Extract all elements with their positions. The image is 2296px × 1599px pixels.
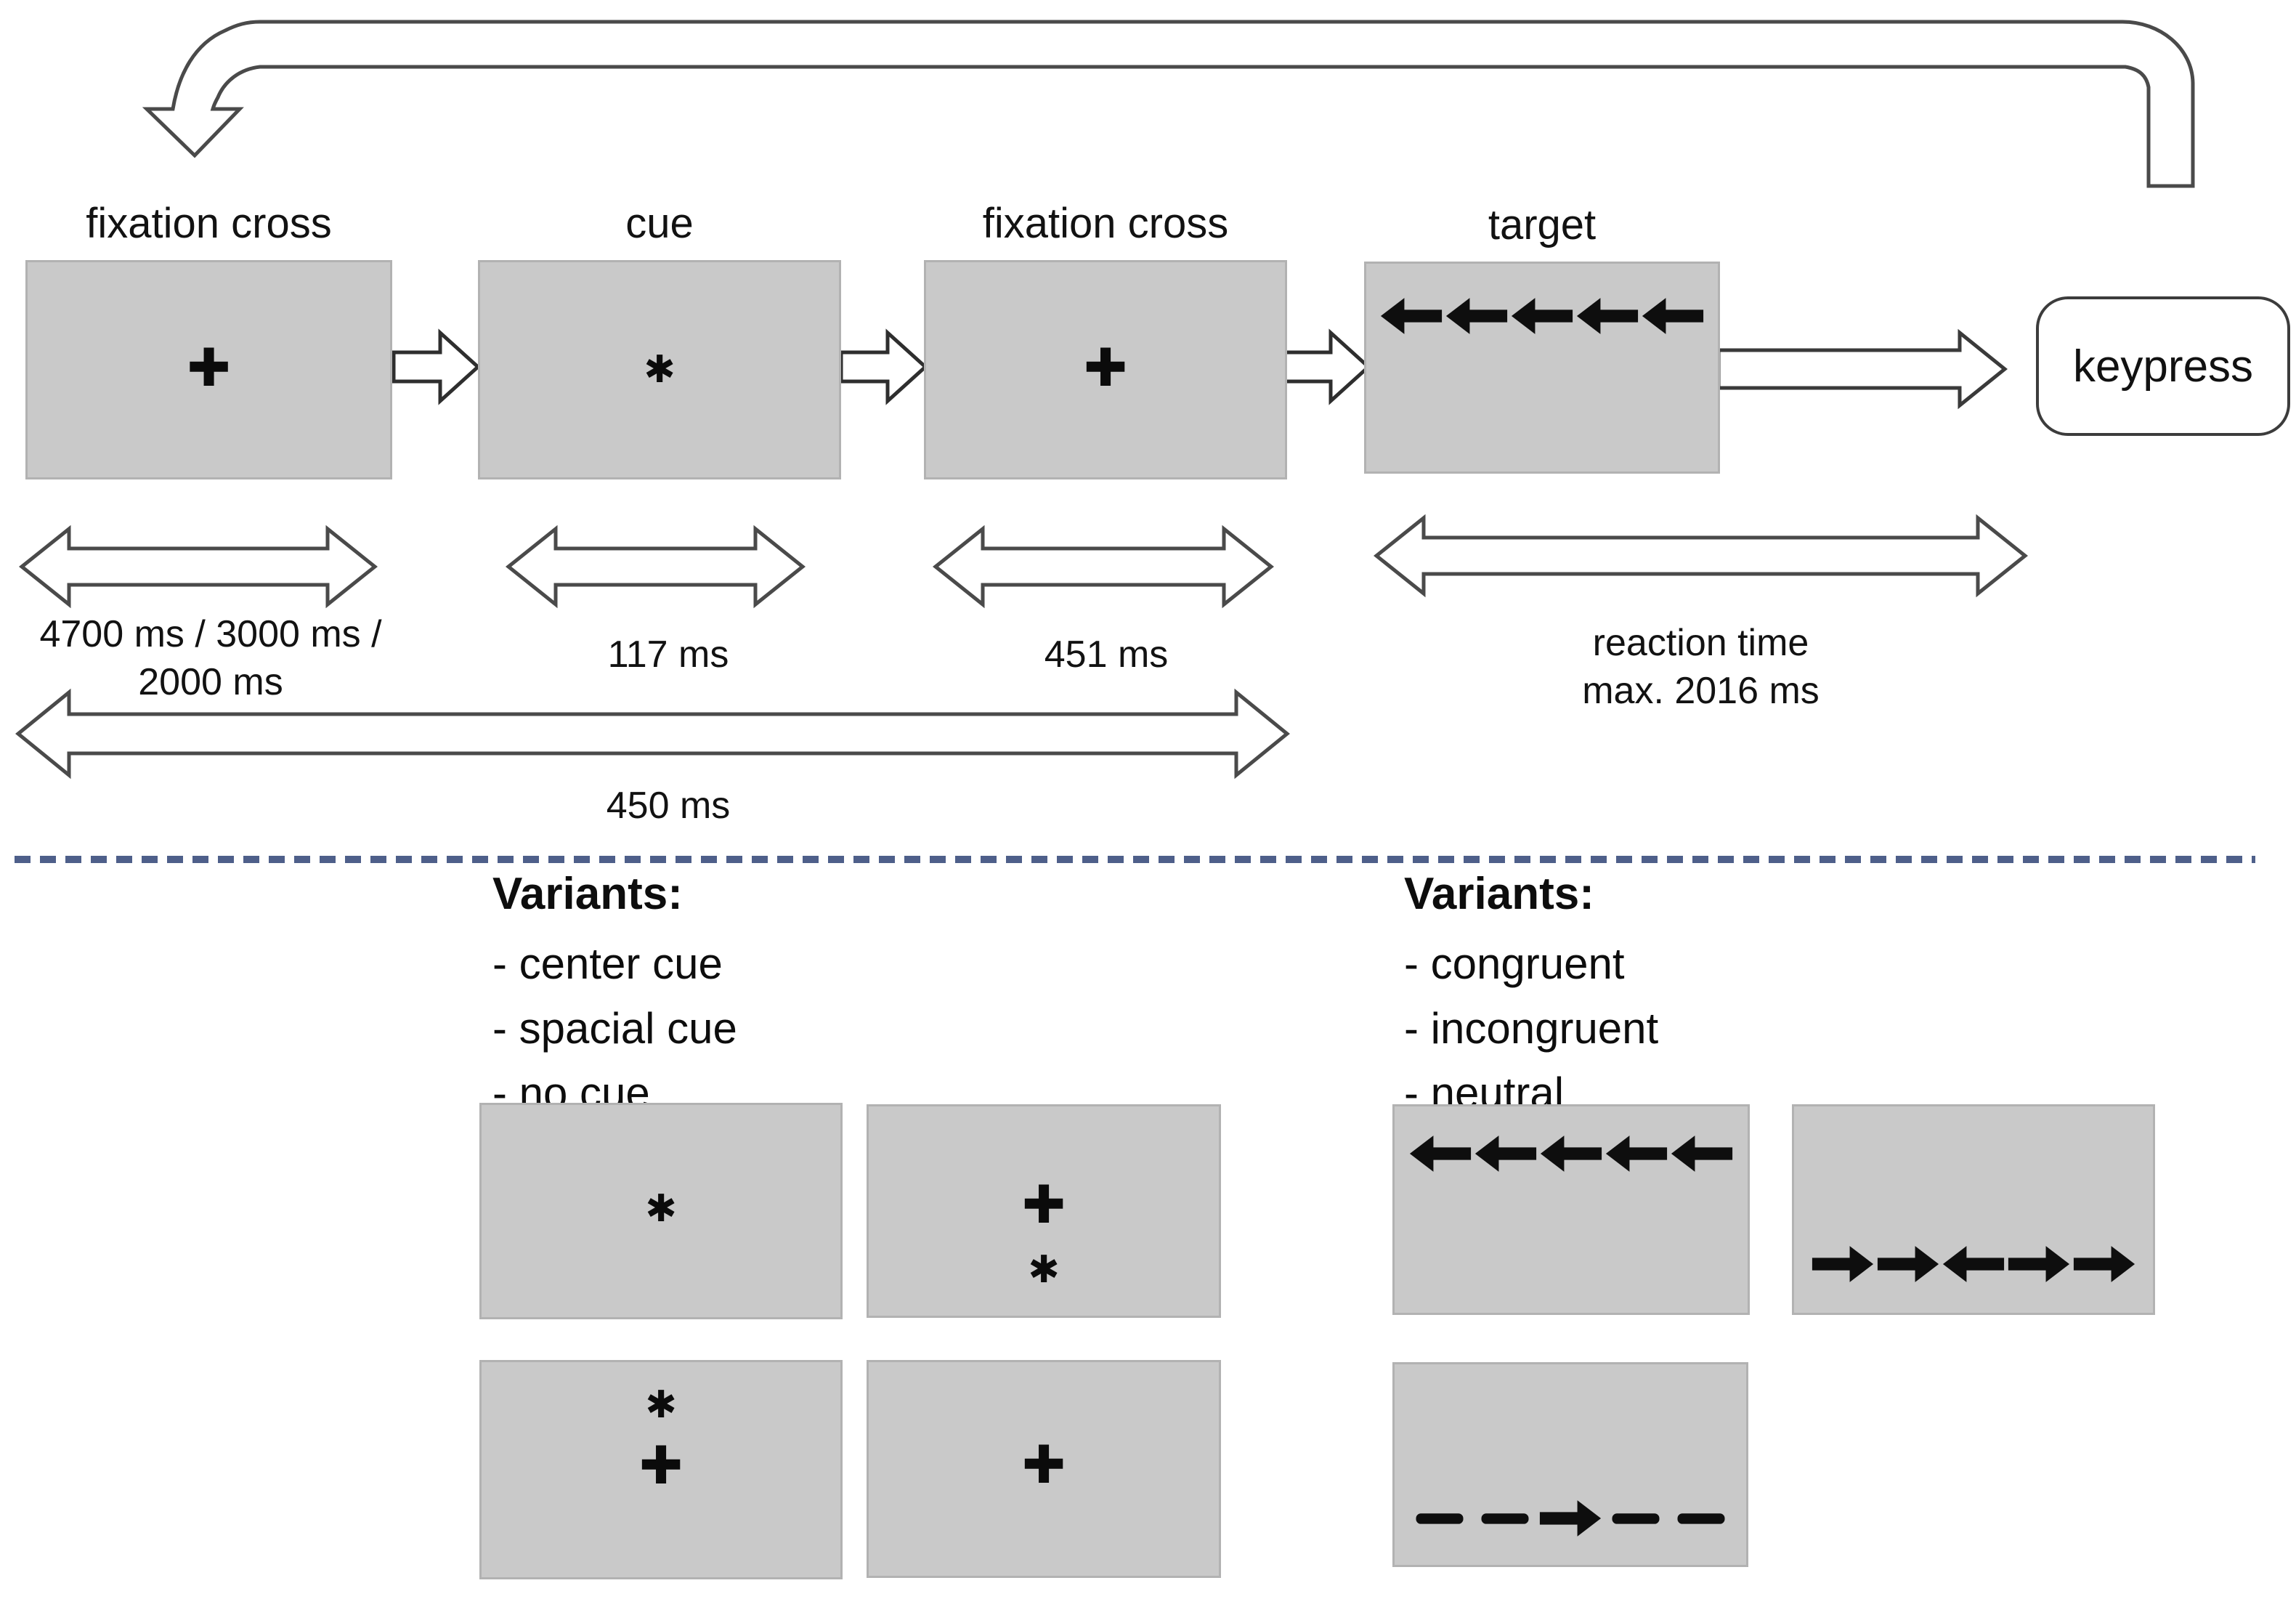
screen-target bbox=[1364, 262, 1720, 474]
duration-cue: 117 ms bbox=[607, 633, 729, 676]
stage-label-fixation-cross-2: fixation cross bbox=[982, 200, 1229, 247]
stage-label-target: target bbox=[1488, 201, 1597, 248]
duration-fixation1-line1: 4700 ms / 3000 ms / bbox=[39, 613, 382, 655]
duration-arrow-fixation1 bbox=[18, 525, 378, 609]
variants-right-list: - congruent - incongruent - neutral bbox=[1404, 931, 1658, 1125]
duration-target-line2: max. 2016 ms bbox=[1582, 670, 1820, 712]
flanker-arrow-right-icon bbox=[1877, 1246, 1939, 1282]
neutral-arrow-row bbox=[1402, 1495, 1740, 1542]
variants-right-heading: Variants: bbox=[1404, 869, 1594, 919]
flow-arrow-keypress bbox=[1716, 328, 2008, 410]
cue-asterisk-symbol: ✱ bbox=[645, 1187, 677, 1231]
screen-variant-congruent bbox=[1392, 1104, 1750, 1315]
duration-total: 450 ms bbox=[606, 785, 731, 827]
variant-item-incongruent: - incongruent bbox=[1404, 1004, 1659, 1053]
screen-fixation-2: ✚ bbox=[924, 260, 1287, 479]
neutral-dash-icon bbox=[1677, 1513, 1725, 1524]
variants-left-heading: Variants: bbox=[492, 869, 683, 919]
fixation-cross-symbol: ✚ bbox=[1083, 337, 1128, 399]
flanker-arrow-left-icon bbox=[1540, 1136, 1602, 1172]
duration-arrow-target bbox=[1373, 514, 2029, 598]
duration-fixation2: 451 ms bbox=[1044, 633, 1169, 676]
stage-label-fixation-cross-1: fixation cross bbox=[86, 200, 332, 247]
variant-item-spacial-cue: - spacial cue bbox=[492, 1004, 737, 1053]
screen-variant-no-cue: ✚ bbox=[867, 1360, 1221, 1578]
duration-fixation1-line2: 2000 ms bbox=[138, 661, 283, 703]
target-arrow-row bbox=[1374, 293, 1711, 339]
flow-arrow-3 bbox=[1282, 328, 1371, 405]
flanker-arrow-right-icon bbox=[2073, 1246, 2135, 1282]
flow-arrow-2 bbox=[839, 328, 928, 405]
fixation-cross-symbol: ✚ bbox=[638, 1435, 683, 1497]
flanker-arrow-left-icon bbox=[1511, 298, 1573, 334]
screen-variant-incongruent bbox=[1792, 1104, 2155, 1315]
screen-variant-cue-above: ✱✚ bbox=[479, 1360, 843, 1579]
flanker-arrow-left-icon bbox=[1380, 298, 1443, 334]
duration-arrow-cue bbox=[505, 525, 806, 609]
fixation-cross-symbol: ✚ bbox=[187, 337, 231, 399]
neutral-dash-icon bbox=[1481, 1513, 1529, 1524]
flow-arrow-1 bbox=[392, 328, 481, 405]
flanker-arrow-left-icon bbox=[1474, 1136, 1537, 1172]
variants-left-list: - center cue - spacial cue - no cue bbox=[492, 931, 737, 1125]
screen-variant-center-cue: ✱ bbox=[479, 1103, 843, 1319]
flanker-arrow-left-icon bbox=[1671, 1136, 1733, 1172]
duration-arrow-fixation2 bbox=[932, 525, 1275, 609]
incongruent-arrow-row bbox=[1801, 1241, 2146, 1287]
repeat-loop-arrow bbox=[142, 20, 2195, 188]
neutral-dash-icon bbox=[1612, 1513, 1660, 1524]
flanker-arrow-right-icon bbox=[2008, 1246, 2070, 1282]
flanker-arrow-right-icon bbox=[1539, 1500, 1602, 1537]
screen-variant-neutral bbox=[1392, 1362, 1748, 1567]
neutral-dash-icon bbox=[1416, 1513, 1464, 1524]
keypress-label: keypress bbox=[2072, 341, 2254, 392]
stage-label-cue: cue bbox=[625, 200, 694, 247]
flanker-arrow-left-icon bbox=[1942, 1246, 2005, 1282]
flanker-arrow-left-icon bbox=[1642, 298, 1704, 334]
flanker-arrow-left-icon bbox=[1409, 1136, 1472, 1172]
variant-item-congruent: - congruent bbox=[1404, 939, 1625, 988]
duration-target-line1: reaction time bbox=[1592, 622, 1809, 664]
congruent-arrow-row bbox=[1402, 1130, 1741, 1177]
flanker-arrow-left-icon bbox=[1445, 298, 1508, 334]
fixation-cross-symbol: ✚ bbox=[1021, 1434, 1066, 1496]
keypress-node: keypress bbox=[2036, 296, 2290, 436]
variant-item-center-cue: - center cue bbox=[492, 939, 723, 988]
cue-asterisk-symbol: ✱ bbox=[1028, 1247, 1060, 1292]
flanker-arrow-right-icon bbox=[1812, 1246, 1874, 1282]
screen-fixation-1: ✚ bbox=[25, 260, 392, 479]
fixation-cross-symbol: ✚ bbox=[1021, 1174, 1066, 1236]
cue-asterisk-symbol: ✱ bbox=[645, 1383, 677, 1428]
screen-cue: ✱ bbox=[478, 260, 841, 479]
duration-fixation1: 4700 ms / 3000 ms / 2000 ms bbox=[15, 610, 407, 706]
flanker-arrow-left-icon bbox=[1576, 298, 1639, 334]
duration-target: reaction time max. 2016 ms bbox=[1376, 619, 2025, 715]
cue-asterisk-symbol: ✱ bbox=[644, 348, 676, 392]
flanker-arrow-left-icon bbox=[1605, 1136, 1668, 1172]
duration-arrow-total bbox=[15, 688, 1290, 780]
screen-variant-cue-below: ✚✱ bbox=[867, 1104, 1221, 1318]
